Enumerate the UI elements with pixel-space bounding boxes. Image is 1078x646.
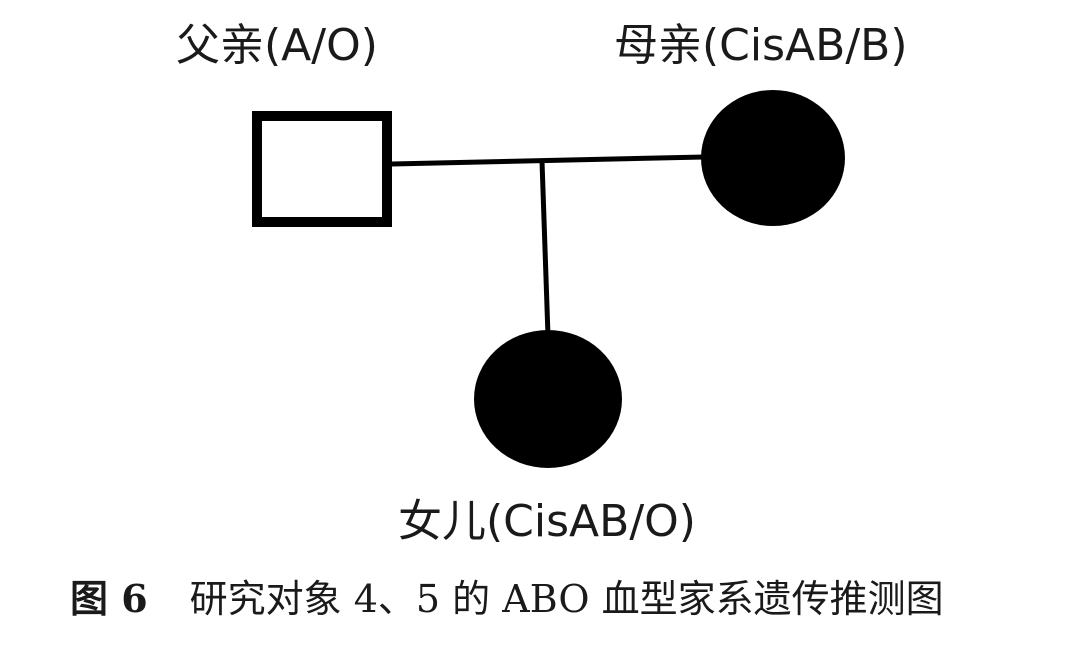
daughter-label: 女儿(CisAB/O) (398, 496, 696, 547)
mother-symbol (701, 90, 845, 226)
caption-text: 研究对象 4、5 的 ABO 血型家系遗传推测图 (189, 577, 944, 621)
father-symbol (252, 111, 392, 227)
figure-number: 图 6 (70, 576, 148, 621)
daughter-symbol (474, 330, 622, 468)
descent-line (539, 160, 551, 337)
marriage-line (391, 154, 705, 167)
mother-label: 母亲(CisAB/B) (614, 20, 908, 71)
father-label: 父亲(A/O) (176, 20, 378, 71)
figure-caption: 图 6 研究对象 4、5 的 ABO 血型家系遗传推测图 (70, 577, 944, 621)
